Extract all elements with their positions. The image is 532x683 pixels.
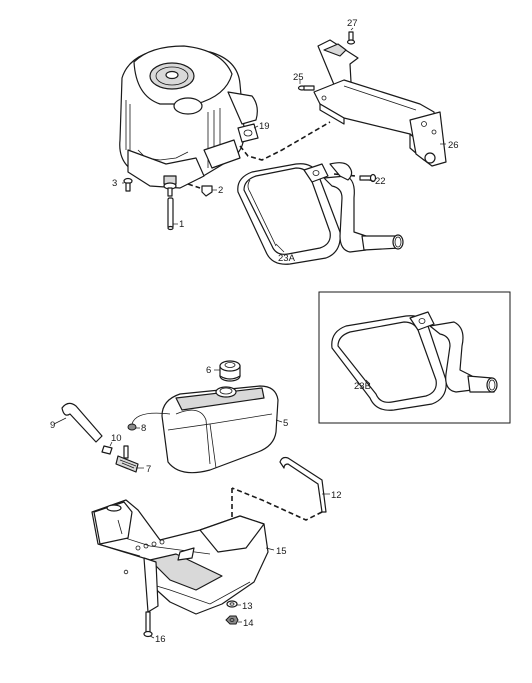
callout-13: 13	[242, 601, 253, 612]
callout-26: 26	[448, 140, 459, 151]
shutoff-valve-part	[115, 445, 144, 473]
nut-part	[225, 615, 242, 625]
callout-5: 5	[283, 418, 288, 429]
inset-box: 23B	[318, 291, 511, 424]
callout-2: 2	[218, 185, 223, 196]
bolt-part-25	[297, 80, 315, 91]
gasket-part	[237, 123, 259, 143]
washer-part	[226, 600, 241, 608]
fuel-line-part	[53, 402, 103, 443]
muffler-23b-part	[331, 311, 498, 411]
callout-8: 8	[141, 423, 146, 434]
drain-hose-part	[167, 197, 178, 231]
bolt-part-3	[122, 177, 133, 192]
grommet-part	[127, 412, 171, 431]
fuel-tank-part	[161, 385, 279, 474]
callout-16: 16	[155, 634, 166, 645]
callout-14: 14	[243, 618, 254, 629]
callout-12: 12	[331, 490, 342, 501]
bolt-part-16	[143, 611, 155, 639]
hose-clamp-part	[101, 441, 113, 455]
muffler-bracket-part	[313, 39, 447, 167]
tank-tray-part	[91, 499, 269, 615]
callout-23a: 23A	[278, 253, 296, 264]
callout-22: 22	[375, 176, 386, 187]
callout-3: 3	[112, 178, 117, 189]
fuel-cap-part	[214, 360, 241, 382]
engine	[119, 45, 258, 197]
callout-27: 27	[347, 18, 358, 29]
callout-10: 10	[111, 433, 122, 444]
clip-part	[187, 183, 217, 197]
callout-1: 1	[179, 219, 184, 230]
callout-19: 19	[259, 121, 270, 132]
callout-7: 7	[146, 464, 151, 475]
callout-9: 9	[50, 420, 55, 431]
callout-25: 25	[293, 72, 304, 83]
callout-6: 6	[206, 365, 211, 376]
tank-strap-part	[279, 456, 330, 513]
bolt-part-27	[346, 27, 356, 45]
callout-23b: 23B	[354, 381, 371, 392]
muffler-23a-part	[237, 162, 404, 265]
callout-15: 15	[276, 546, 287, 557]
